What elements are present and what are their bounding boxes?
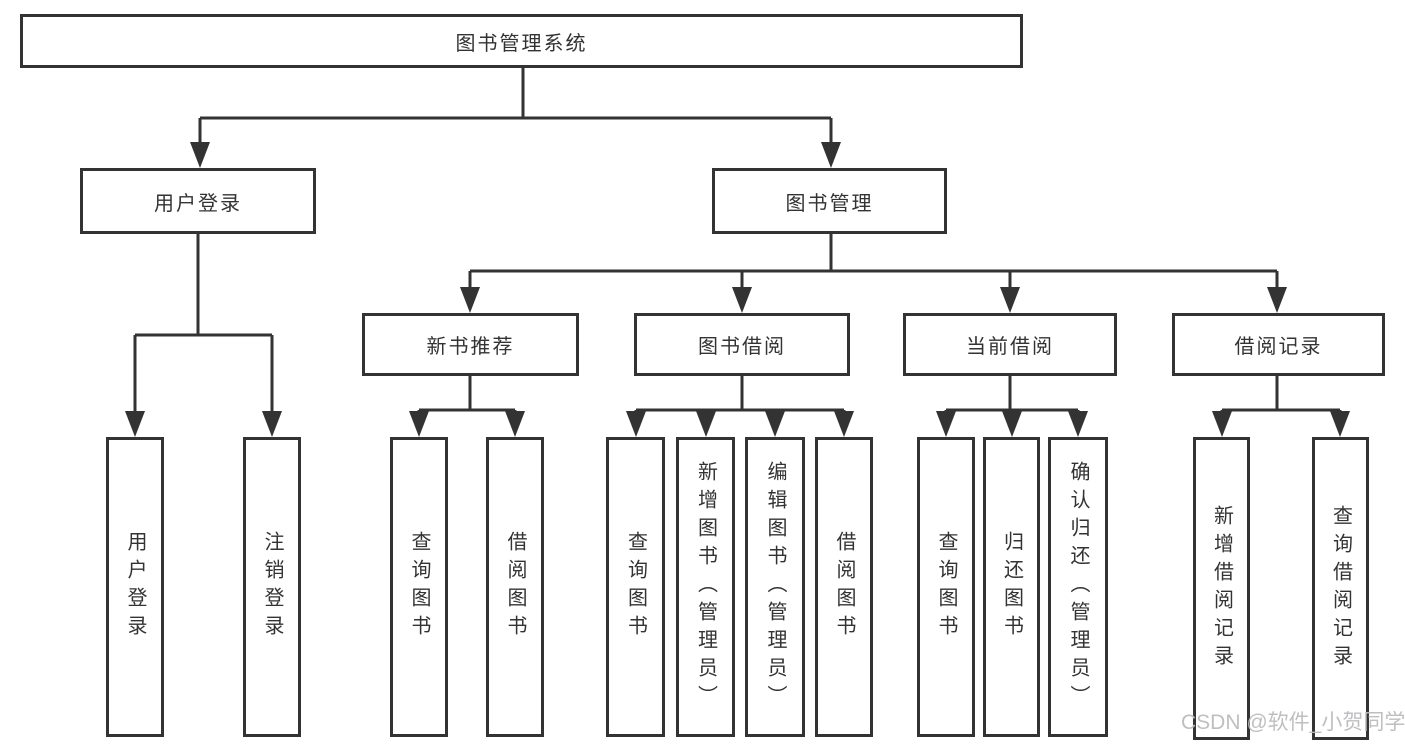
node-new-book-recommend-label: 新书推荐 — [426, 336, 515, 358]
leaf-user-login-label: 用户登录 — [124, 531, 146, 643]
node-user-login: 用户登录 — [80, 168, 316, 234]
node-current-borrow: 当前借阅 — [903, 313, 1117, 376]
leaf-bb-add-book-admin-label: 新增图书（管理员） — [694, 461, 717, 713]
node-book-management-label: 图书管理 — [785, 192, 874, 215]
watermark: CSDN @软件_小贺同学 — [1181, 711, 1405, 734]
leaf-bb-borrow-book-label: 借阅图书 — [833, 531, 855, 643]
leaf-cb-confirm-return-admin-label: 确认归还（管理员） — [1067, 461, 1089, 713]
node-current-borrow-label: 当前借阅 — [966, 336, 1054, 358]
node-book-borrow-label: 图书借阅 — [698, 336, 786, 358]
leaf-bb-borrow-book: 借阅图书 — [815, 437, 873, 737]
leaf-cb-query-book-label: 查询图书 — [935, 531, 957, 643]
leaf-br-add-record-label: 新增借阅记录 — [1210, 504, 1233, 673]
leaf-user-login: 用户登录 — [106, 437, 164, 737]
leaf-cb-query-book: 查询图书 — [917, 437, 975, 737]
arrowheads — [125, 142, 1350, 437]
leaf-br-query-record: 查询借阅记录 — [1312, 437, 1369, 740]
leaf-bb-add-book-admin: 新增图书（管理员） — [676, 437, 735, 737]
node-borrow-records: 借阅记录 — [1172, 313, 1385, 376]
leaf-bb-edit-book-admin-label: 编辑图书（管理员） — [764, 461, 786, 713]
leaf-cb-return-book-label: 归还图书 — [1000, 531, 1023, 643]
leaf-nb-borrow-book: 借阅图书 — [486, 437, 544, 737]
node-user-login-label: 用户登录 — [154, 192, 242, 215]
leaf-logout-login-label: 注销登录 — [261, 531, 283, 643]
leaf-bb-query-book-label: 查询图书 — [624, 531, 647, 643]
root-node-library-system: 图书管理系统 — [20, 14, 1023, 68]
leaf-logout-login: 注销登录 — [243, 437, 301, 737]
root-node-label: 图书管理系统 — [455, 32, 588, 55]
leaf-br-query-record-label: 查询借阅记录 — [1329, 504, 1352, 673]
leaf-cb-confirm-return-admin: 确认归还（管理员） — [1048, 437, 1108, 737]
leaf-bb-query-book: 查询图书 — [606, 437, 665, 737]
node-book-management: 图书管理 — [712, 168, 947, 234]
leaf-nb-query-book: 查询图书 — [390, 437, 448, 737]
leaf-cb-return-book: 归还图书 — [983, 437, 1040, 737]
leaf-bb-edit-book-admin: 编辑图书（管理员） — [745, 437, 805, 737]
node-book-borrow: 图书借阅 — [634, 313, 850, 376]
node-new-book-recommend: 新书推荐 — [362, 313, 579, 376]
leaf-nb-borrow-book-label: 借阅图书 — [504, 531, 526, 643]
leaf-nb-query-book-label: 查询图书 — [408, 531, 430, 643]
node-borrow-records-label: 借阅记录 — [1234, 336, 1323, 358]
leaf-br-add-record: 新增借阅记录 — [1193, 437, 1250, 740]
